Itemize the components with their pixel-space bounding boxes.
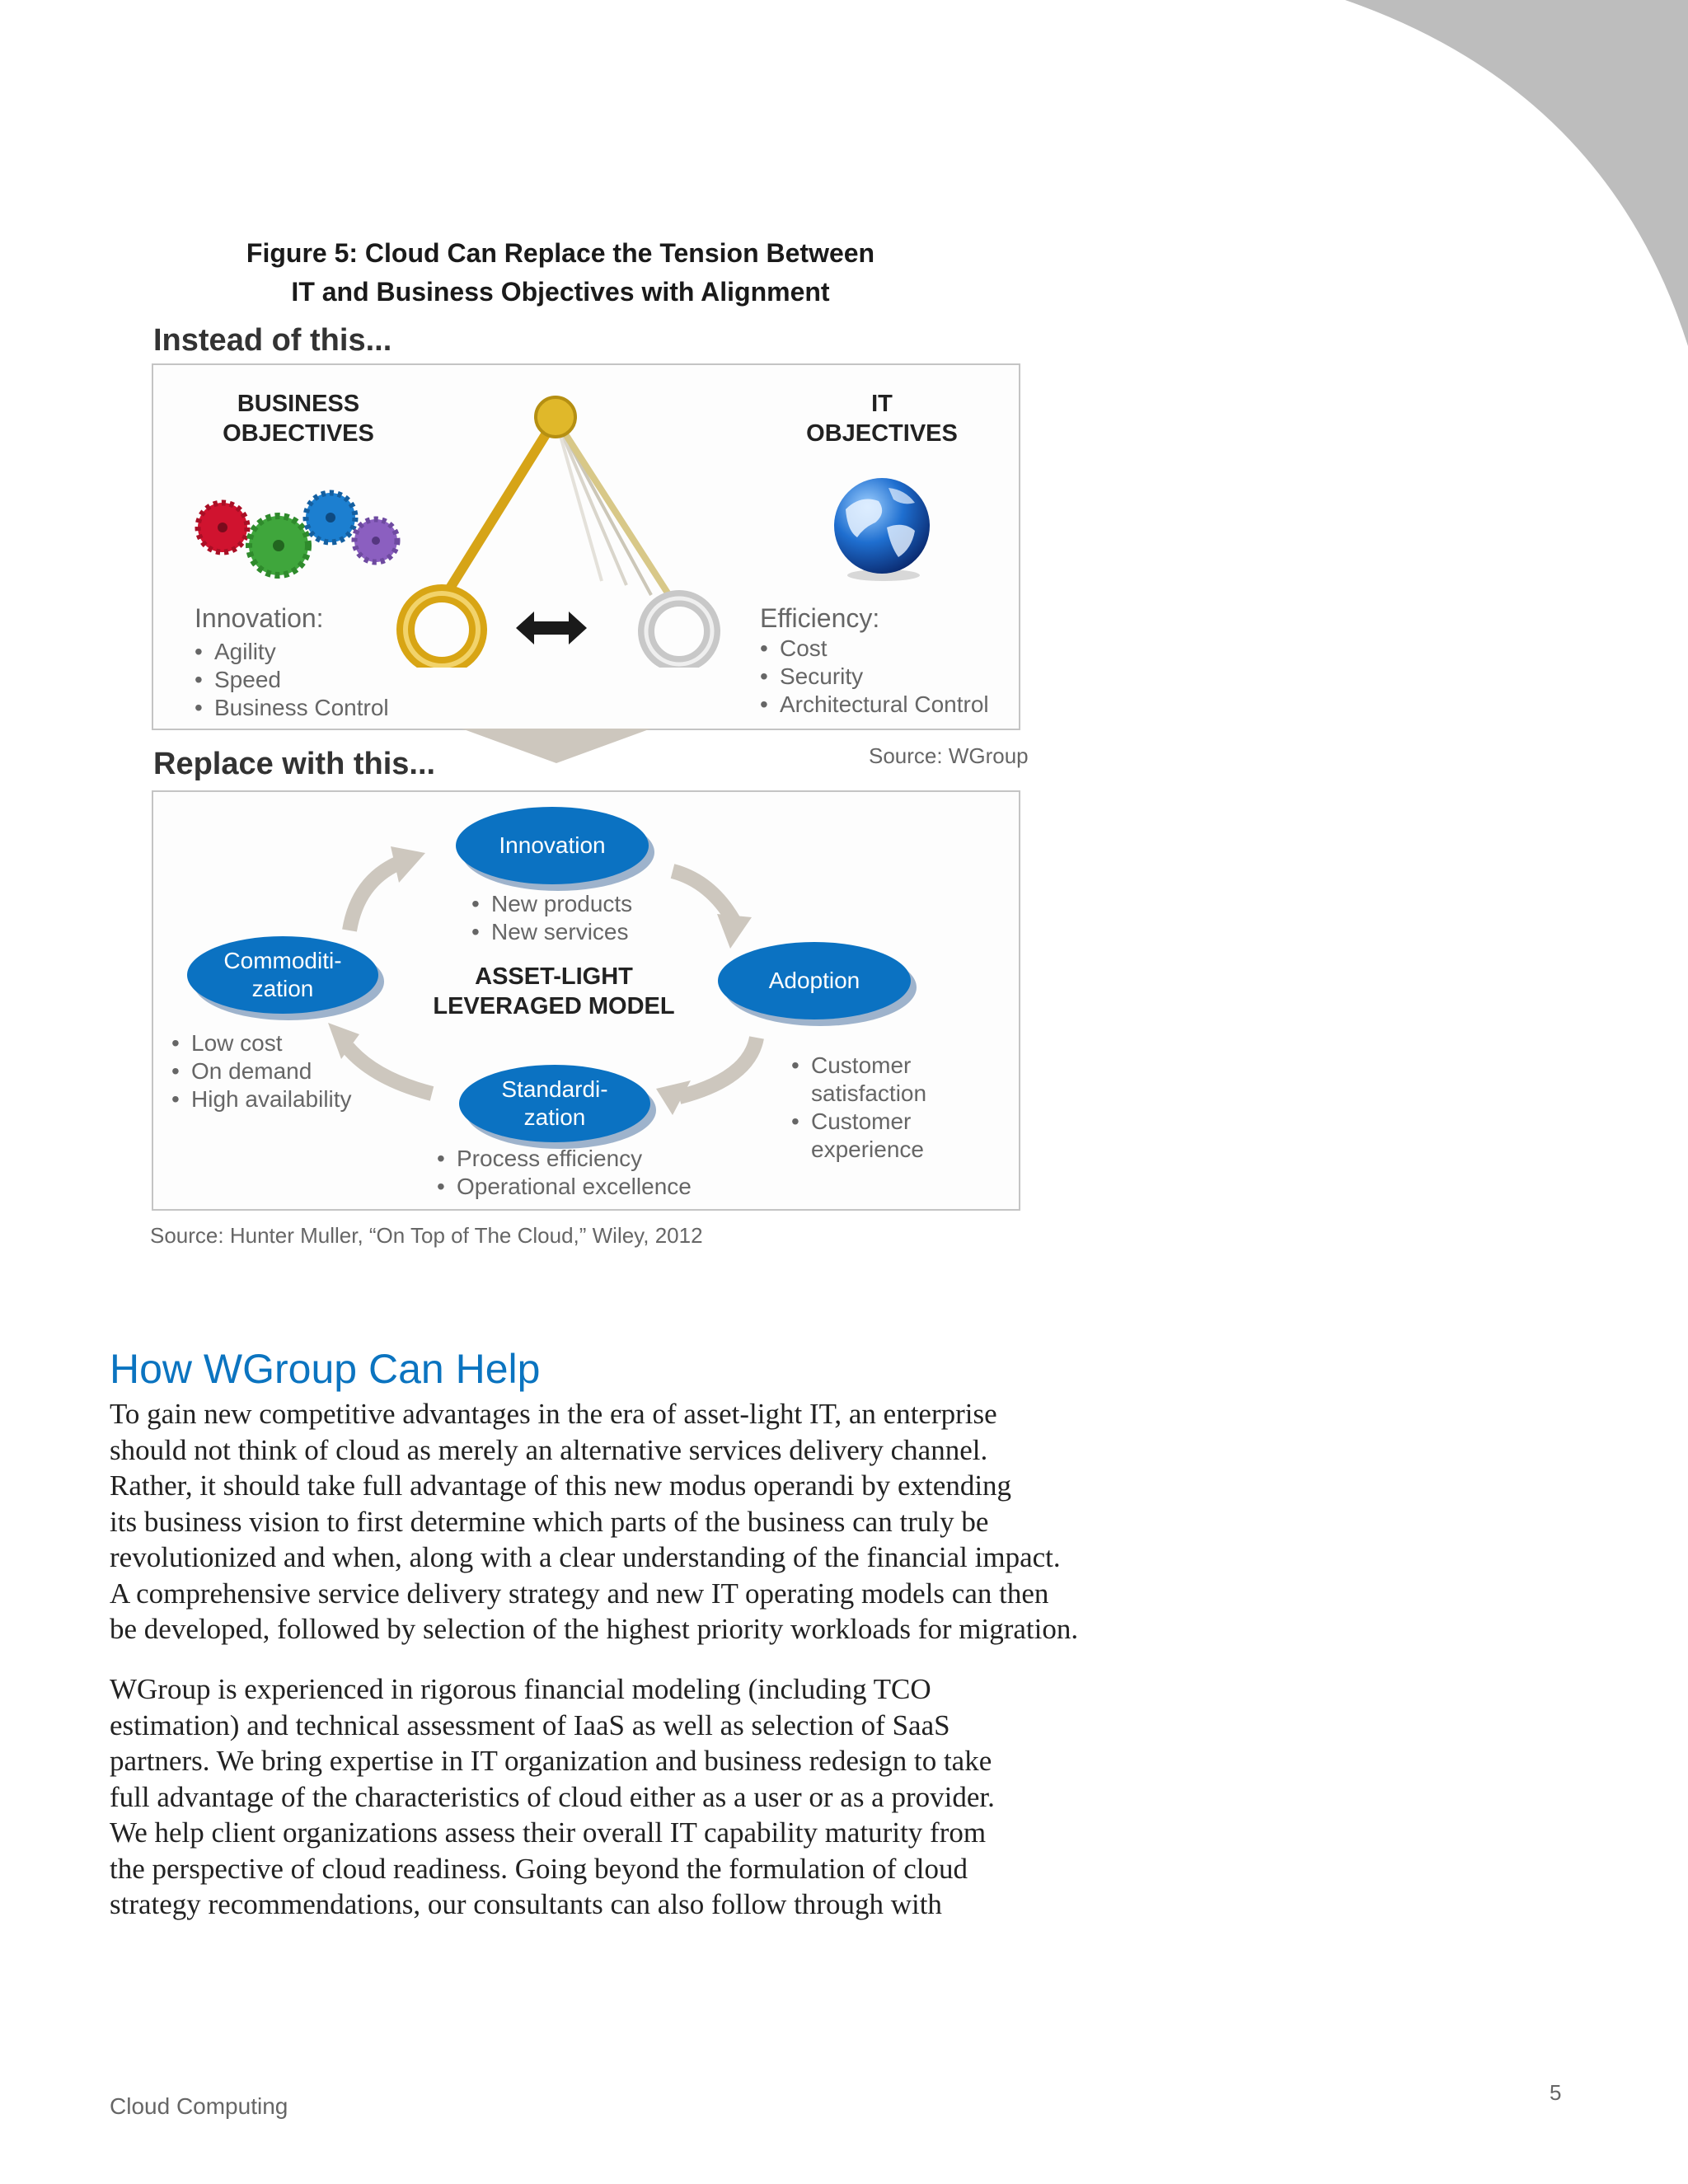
center-label-line: LEVERAGED MODEL bbox=[422, 991, 686, 1021]
text-line: the perspective of cloud readiness. Goin… bbox=[110, 1851, 1148, 1887]
center-label-line: ASSET-LIGHT bbox=[422, 962, 686, 991]
list-item: Speed bbox=[193, 666, 389, 694]
text-line: should not think of cloud as merely an a… bbox=[110, 1432, 1148, 1469]
footer-title: Cloud Computing bbox=[110, 2093, 288, 2120]
text-line: Rather, it should take full advantage of… bbox=[110, 1468, 1148, 1504]
list-item: Agility bbox=[193, 638, 389, 666]
arrow-head-icon bbox=[717, 914, 752, 949]
paragraph: WGroup is experienced in rigorous financ… bbox=[110, 1671, 1148, 1923]
gears-icon bbox=[195, 486, 409, 585]
standardization-node: Standardi- zation bbox=[459, 1065, 650, 1142]
text-line: its business vision to first determine w… bbox=[110, 1504, 1148, 1540]
node-label: zation bbox=[252, 975, 314, 1003]
innovation-items: New products New services bbox=[470, 890, 632, 946]
list-item: New services bbox=[470, 918, 632, 946]
arrow-head-icon bbox=[391, 846, 425, 883]
text-line: WGroup is experienced in rigorous financ… bbox=[110, 1671, 1148, 1708]
list-item: Architectural Control bbox=[758, 691, 989, 719]
list-item: Operational excellence bbox=[435, 1173, 692, 1201]
item-line: experience bbox=[811, 1137, 924, 1162]
caption-line: OBJECTIVES bbox=[191, 419, 406, 448]
figure-source: Source: Hunter Muller, “On Top of The Cl… bbox=[150, 1223, 703, 1249]
adoption-node: Adoption bbox=[718, 942, 911, 1019]
node-label: Standardi- bbox=[501, 1076, 607, 1104]
text-line: full advantage of the characteristics of… bbox=[110, 1779, 1148, 1816]
business-objectives-caption: BUSINESS OBJECTIVES bbox=[191, 389, 406, 448]
page-number: 5 bbox=[1550, 2080, 1561, 2106]
list-item: New products bbox=[470, 890, 632, 918]
node-label: Adoption bbox=[769, 967, 860, 995]
it-objectives-caption: IT OBJECTIVES bbox=[775, 389, 989, 448]
double-arrow-icon bbox=[514, 608, 588, 648]
instead-heading: Instead of this... bbox=[153, 323, 392, 359]
text-line: revolutionized and when, along with a cl… bbox=[110, 1540, 1148, 1576]
asset-light-label: ASSET-LIGHT LEVERAGED MODEL bbox=[422, 962, 686, 1021]
caption-line: IT bbox=[775, 389, 989, 419]
caption-line: OBJECTIVES bbox=[775, 419, 989, 448]
node-label: Innovation bbox=[499, 832, 605, 860]
text-line: partners. We bring expertise in IT organ… bbox=[110, 1743, 1148, 1779]
innovation-node: Innovation bbox=[456, 807, 649, 884]
figure-title-line: Figure 5: Cloud Can Replace the Tension … bbox=[165, 234, 956, 273]
list-item: On demand bbox=[170, 1057, 352, 1085]
innovation-title: Innovation: bbox=[195, 603, 324, 634]
text-line: We help client organizations assess thei… bbox=[110, 1815, 1148, 1851]
section-heading: How WGroup Can Help bbox=[110, 1345, 540, 1393]
commoditization-node: Commoditi- zation bbox=[187, 936, 378, 1014]
list-item: High availability bbox=[170, 1085, 352, 1113]
list-item: Customer experience bbox=[790, 1108, 926, 1164]
item-line: Customer bbox=[811, 1108, 911, 1134]
efficiency-list: Cost Security Architectural Control bbox=[758, 635, 989, 719]
text-line: be developed, followed by selection of t… bbox=[110, 1611, 1148, 1647]
item-line: satisfaction bbox=[811, 1080, 926, 1106]
innovation-list: Agility Speed Business Control bbox=[193, 638, 389, 722]
paragraph: To gain new competitive advantages in th… bbox=[110, 1396, 1148, 1647]
list-item: Business Control bbox=[193, 694, 389, 722]
text-line: To gain new competitive advantages in th… bbox=[110, 1396, 1148, 1432]
figure-title-line: IT and Business Objectives with Alignmen… bbox=[165, 273, 956, 312]
list-item: Security bbox=[758, 663, 989, 691]
globe-icon bbox=[829, 476, 936, 583]
down-chevron-icon bbox=[462, 729, 651, 763]
efficiency-title: Efficiency: bbox=[760, 603, 879, 634]
list-item: Low cost bbox=[170, 1029, 352, 1057]
caption-line: BUSINESS bbox=[191, 389, 406, 419]
replace-heading: Replace with this... bbox=[153, 747, 435, 782]
list-item: Cost bbox=[758, 635, 989, 663]
standardization-items: Process efficiency Operational excellenc… bbox=[435, 1145, 692, 1201]
wgroup-source: Source: WGroup bbox=[869, 743, 1029, 769]
text-line: estimation) and technical assessment of … bbox=[110, 1708, 1148, 1744]
commoditization-items: Low cost On demand High availability bbox=[170, 1029, 352, 1113]
text-line: A comprehensive service delivery strateg… bbox=[110, 1576, 1148, 1612]
list-item: Process efficiency bbox=[435, 1145, 692, 1173]
text-line: strategy recommendations, our consultant… bbox=[110, 1886, 1148, 1923]
figure-title: Figure 5: Cloud Can Replace the Tension … bbox=[165, 234, 956, 312]
node-label: zation bbox=[524, 1104, 586, 1132]
node-label: Commoditi- bbox=[223, 947, 341, 975]
item-line: Customer bbox=[811, 1052, 911, 1078]
